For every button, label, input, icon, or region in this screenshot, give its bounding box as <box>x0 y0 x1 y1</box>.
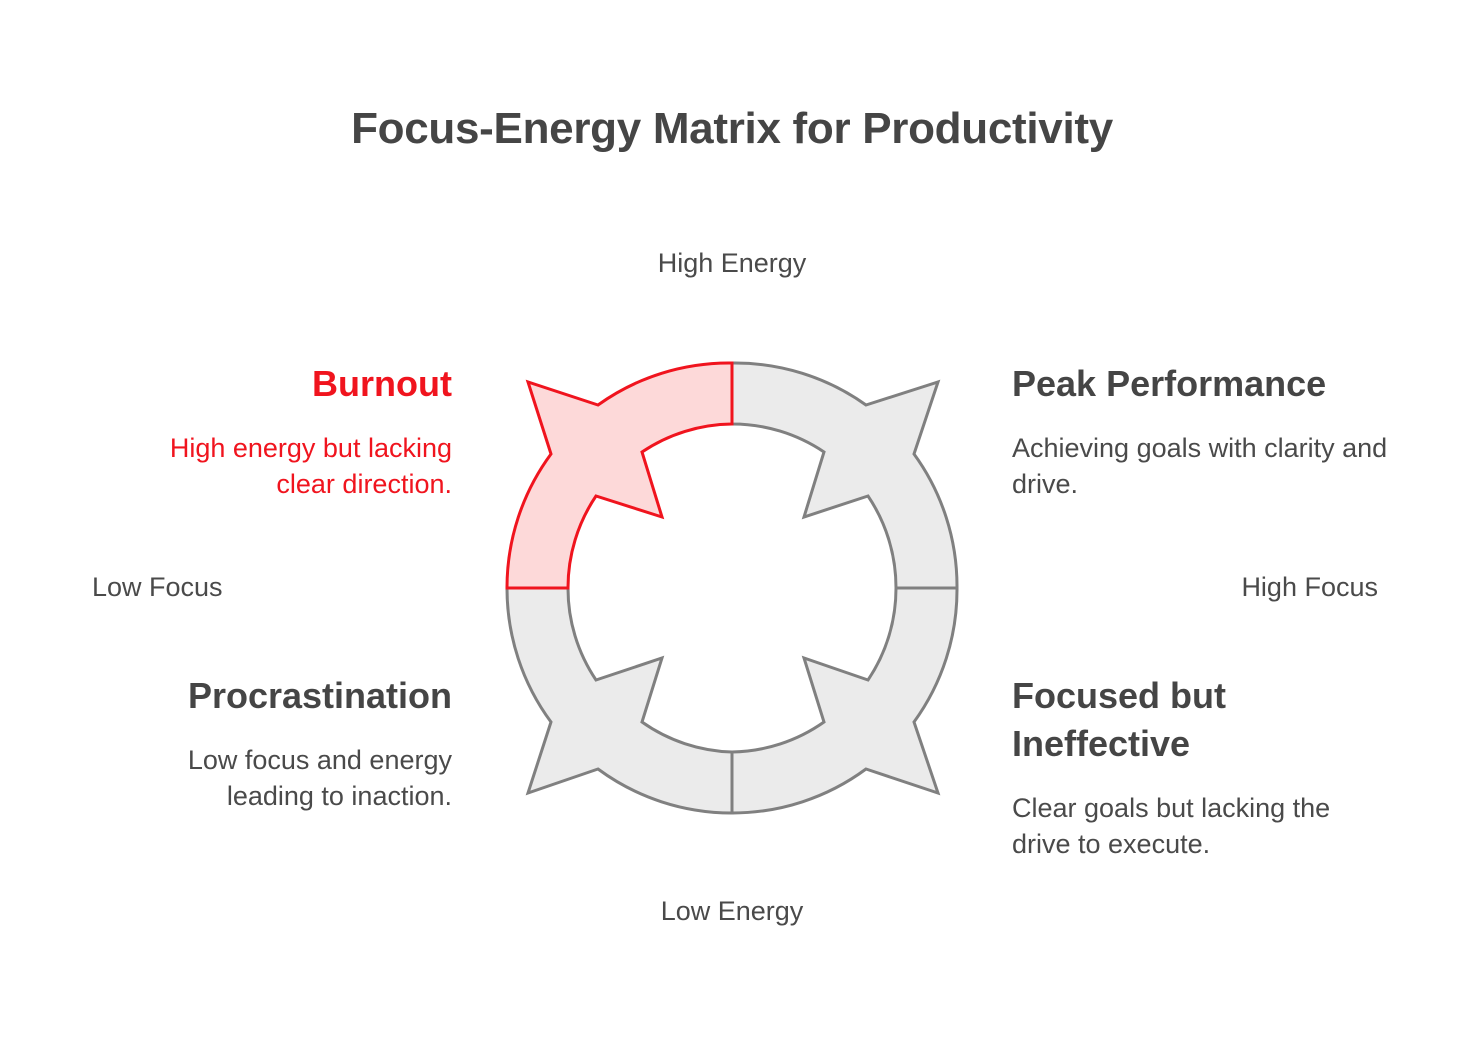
quadrant-description: Clear goals but lacking the drive to exe… <box>1012 793 1331 859</box>
axis-label-low-energy: Low Energy <box>660 896 804 926</box>
axis-label-low-focus: Low Focus <box>92 572 223 602</box>
quadrant-peak-performance: Peak Performance Achieving goals with cl… <box>1012 360 1432 502</box>
quadrant-procrastination: Procrastination Low focus and energy lea… <box>32 672 452 814</box>
axis-label-high-focus: High Focus <box>1241 572 1378 602</box>
quadrant-title: Burnout <box>312 363 452 404</box>
quadrant-title: Peak Performance <box>1012 363 1327 404</box>
quadrant-description: Low focus and energy leading to inaction… <box>187 745 452 811</box>
segment-burnout[interactable] <box>505 361 734 590</box>
axis-label-high-energy: High Energy <box>657 248 807 278</box>
quadrant-title: Procrastination <box>187 675 452 716</box>
segment-peak-performance[interactable] <box>730 361 959 590</box>
segment-focused-but-ineffective[interactable] <box>730 586 959 815</box>
quadrant-title: Focused but Ineffective <box>1012 675 1226 764</box>
quadrant-burnout: Burnout High energy but lacking clear di… <box>32 360 452 502</box>
page-title: Focus-Energy Matrix for Productivity <box>351 104 1113 153</box>
quadrant-description: High energy but lacking clear direction. <box>169 433 452 499</box>
segment-procrastination[interactable] <box>505 586 734 815</box>
quadrant-description: Achieving goals with clarity and drive. <box>1012 433 1388 499</box>
quadrant-focused-but-ineffective: Focused but Ineffective Clear goals but … <box>1012 672 1432 862</box>
